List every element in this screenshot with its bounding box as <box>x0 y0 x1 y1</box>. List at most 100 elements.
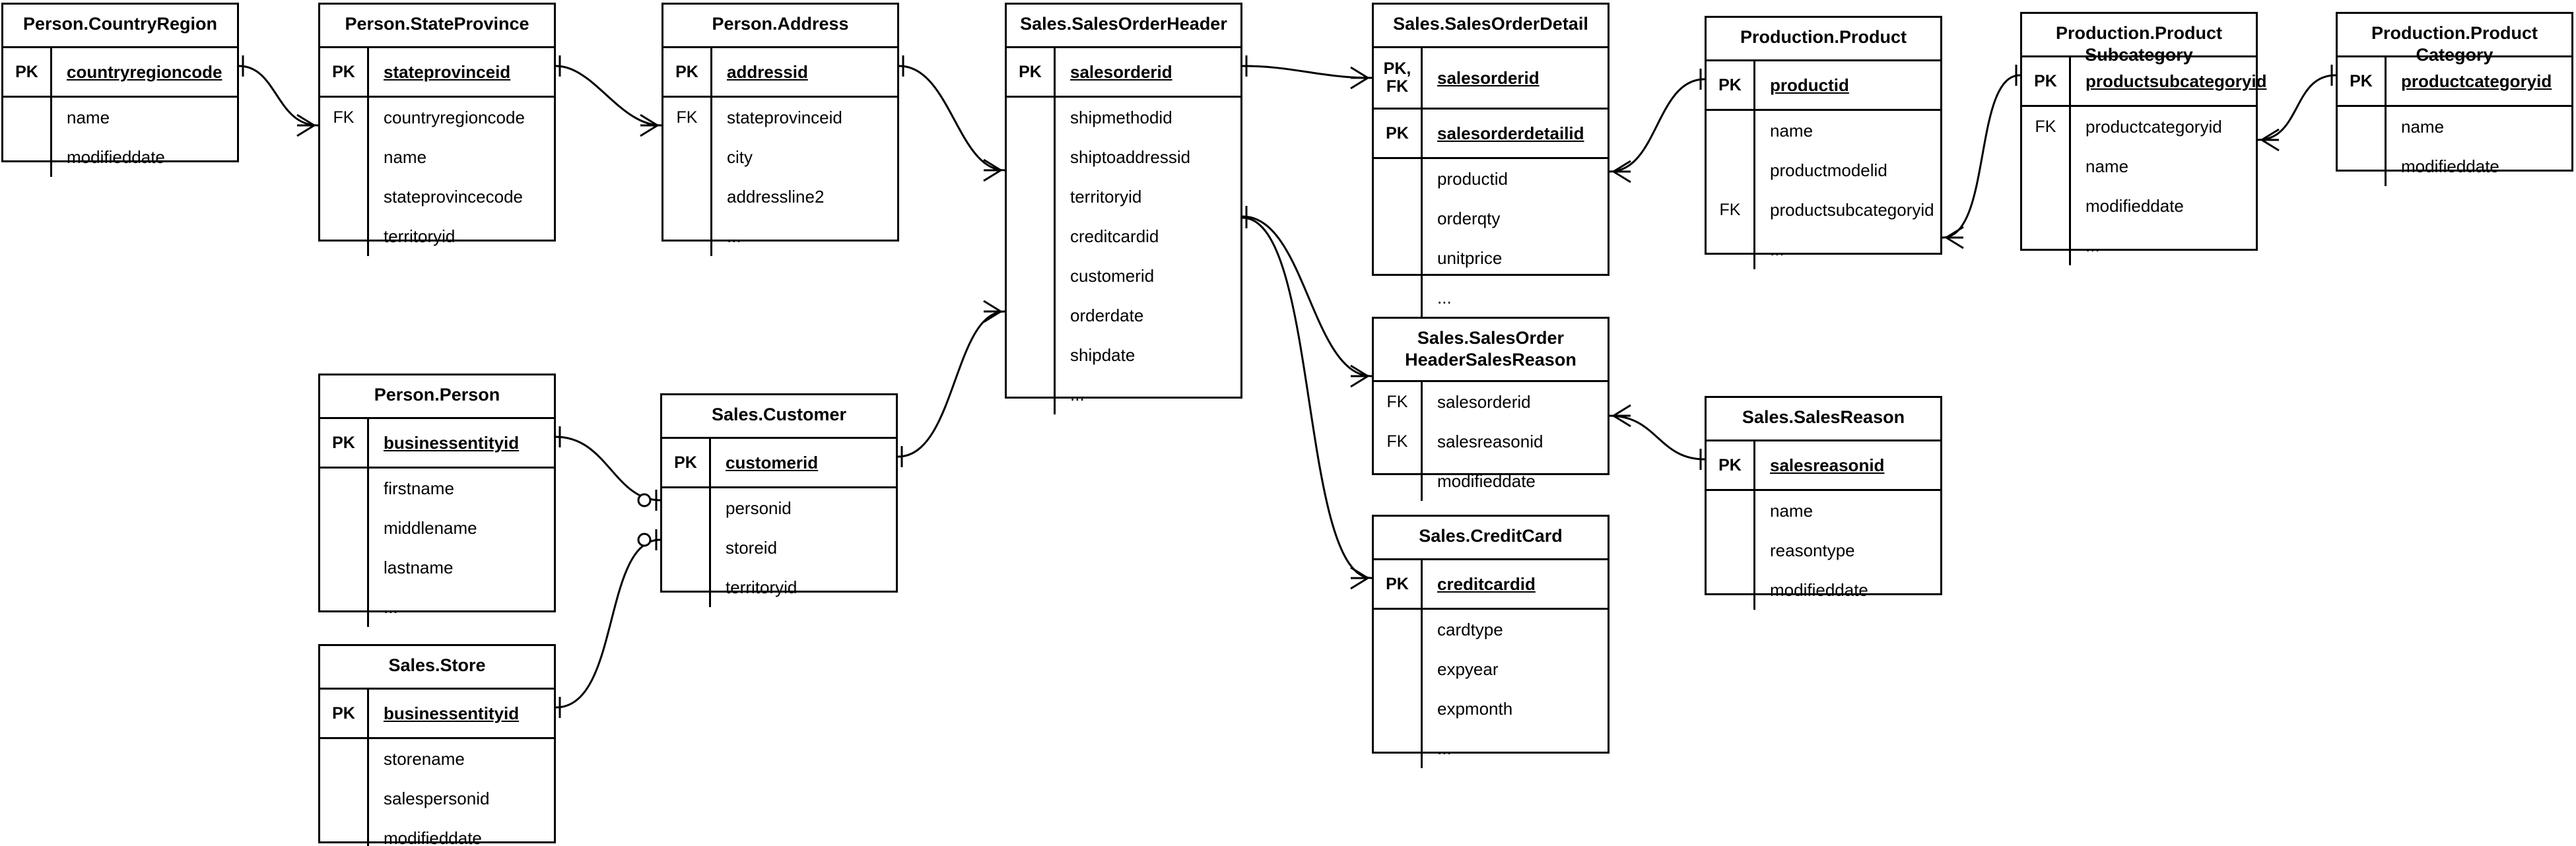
cardinality-marker-many <box>1613 160 1631 183</box>
attribute-row[interactable]: storeid <box>662 528 896 568</box>
key-badge <box>1374 689 1423 729</box>
attribute-row[interactable]: orderdate <box>1007 296 1240 335</box>
attribute-row[interactable]: ... <box>2022 226 2256 265</box>
key-badge: PK <box>662 439 711 486</box>
key-badge <box>1374 729 1423 768</box>
attribute-row[interactable]: ... <box>1374 729 1608 768</box>
attribute-row[interactable]: stateprovincecode <box>320 177 554 216</box>
attribute-row[interactable]: modifieddate <box>1374 461 1608 501</box>
attribute-row[interactable]: modifieddate <box>320 818 554 846</box>
attribute-row[interactable]: name <box>320 137 554 177</box>
rel-countryregion-stateprovince <box>238 55 319 137</box>
attribute-row[interactable]: ... <box>1374 278 1608 317</box>
relationship-line <box>1609 78 1705 173</box>
attribute-name: salesorderid <box>1437 67 1540 88</box>
attribute-row[interactable]: middlename <box>320 508 554 548</box>
attribute-row[interactable]: city <box>663 137 897 177</box>
relationship-line <box>555 538 661 709</box>
attribute-name: creditcardid <box>1070 226 1159 246</box>
attribute-row[interactable]: expyear <box>1374 649 1608 689</box>
attribute-row[interactable]: orderqty <box>1374 199 1608 238</box>
attribute-row[interactable]: modifieddate <box>1707 570 1940 610</box>
attribute-row[interactable]: creditcardid <box>1007 216 1240 256</box>
attribute-row[interactable]: name <box>1707 491 1940 531</box>
attribute-row[interactable]: expmonth <box>1374 689 1608 729</box>
attribute-row[interactable]: shipmethodid <box>1007 98 1240 137</box>
attribute-row[interactable]: firstname <box>320 469 554 508</box>
attribute-row[interactable]: customerid <box>1007 256 1240 296</box>
attribute-row[interactable]: territoryid <box>1007 177 1240 216</box>
attribute-row[interactable]: ... <box>663 216 897 256</box>
attribute-name: name <box>1770 120 1813 141</box>
attribute-row[interactable]: salespersonid <box>320 779 554 818</box>
attribute-row[interactable]: modifieddate <box>2022 186 2256 226</box>
attribute-row[interactable]: unitprice <box>1374 238 1608 278</box>
attribute-row[interactable]: personid <box>662 488 896 528</box>
attribute-row[interactable]: ... <box>1707 230 1940 269</box>
attribute-row[interactable]: productmodelid <box>1707 150 1940 190</box>
attribute-row[interactable]: cardtype <box>1374 610 1608 649</box>
attribute-row[interactable]: territoryid <box>662 568 896 607</box>
attribute-row[interactable]: territoryid <box>320 216 554 256</box>
key-badge <box>1707 230 1755 269</box>
entity-title: Sales.CreditCard <box>1374 517 1608 560</box>
attribute-row[interactable]: name <box>3 98 237 137</box>
attribute-row[interactable]: name <box>2338 107 2571 146</box>
key-badge <box>320 779 369 818</box>
attribute-row[interactable]: productid <box>1374 159 1608 199</box>
attribute-row[interactable]: ... <box>1007 375 1240 414</box>
relationship-line <box>1942 74 2021 239</box>
attribute-row[interactable]: modifieddate <box>3 137 237 177</box>
key-badge <box>1374 199 1423 238</box>
attribute-row[interactable]: name <box>2022 146 2256 186</box>
attribute-row[interactable]: modifieddate <box>2338 146 2571 186</box>
key-badge <box>2338 146 2387 186</box>
key-badge <box>320 818 369 846</box>
attribute-row[interactable]: shipdate <box>1007 335 1240 375</box>
attribute-row[interactable]: addressline2 <box>663 177 897 216</box>
attribute-row[interactable]: shiptoaddressid <box>1007 137 1240 177</box>
attribute-row[interactable]: storename <box>320 739 554 779</box>
relationship-line <box>1609 414 1705 461</box>
attribute-row[interactable]: ... <box>320 587 554 627</box>
attribute-row[interactable]: name <box>1707 111 1940 150</box>
attribute-row[interactable]: lastname <box>320 548 554 587</box>
attribute-row[interactable]: reasontype <box>1707 531 1940 570</box>
